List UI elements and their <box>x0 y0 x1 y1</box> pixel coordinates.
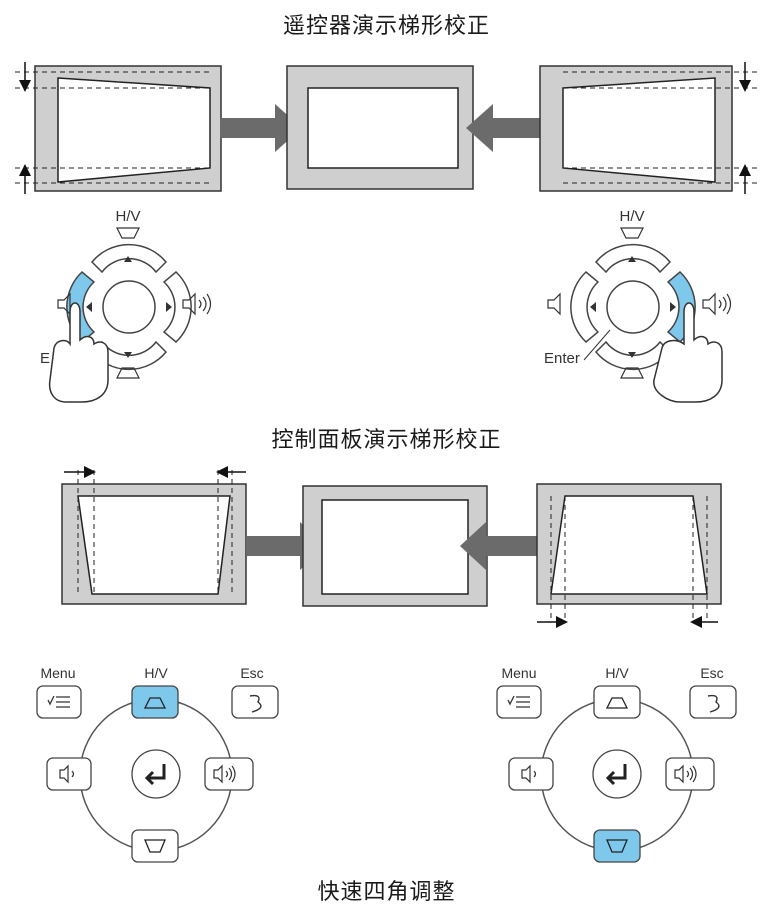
volume-up-icon <box>702 292 716 316</box>
return-icon <box>249 694 262 713</box>
enter-button[interactable] <box>131 749 181 799</box>
volume-up-button[interactable] <box>204 757 254 791</box>
volume-down-icon <box>59 764 69 784</box>
enter-icon <box>144 764 166 786</box>
control-panel-right: Menu H/V Esc <box>496 665 737 863</box>
left-arrow-icon <box>466 104 548 152</box>
hv-label: H/V <box>144 665 168 681</box>
remote-center-screen <box>286 65 474 190</box>
enter-button[interactable] <box>606 280 660 334</box>
keystone-down-button[interactable] <box>593 829 641 863</box>
panel-keystone-title: 控制面板演示梯形校正 <box>271 428 502 453</box>
volume-up-icon <box>213 764 223 784</box>
panel-left-screen <box>61 466 247 605</box>
esc-button[interactable] <box>231 685 279 719</box>
hv-label: H/V <box>605 665 629 681</box>
panel-right-screen <box>536 483 722 628</box>
keystone-icon <box>116 227 140 239</box>
return-icon <box>707 694 720 713</box>
keystone-icon <box>116 367 140 379</box>
keystone-icon <box>620 367 644 379</box>
right-button[interactable] <box>162 270 192 344</box>
enter-label: Enter <box>544 350 580 367</box>
remote-keystone-title: 遥控器演示梯形校正 <box>282 14 490 39</box>
volume-up-icon <box>182 292 196 316</box>
keystone-icon <box>606 839 628 853</box>
volume-down-icon <box>521 764 531 784</box>
enter-button[interactable] <box>592 749 642 799</box>
hv-button[interactable] <box>131 685 179 719</box>
enter-icon <box>605 764 627 786</box>
menu-icon <box>47 695 70 708</box>
volume-up-icon <box>674 764 684 784</box>
hv-label: H/V <box>619 208 644 225</box>
remote-right-screen <box>539 62 760 194</box>
hand-pointer-icon <box>653 302 723 403</box>
volume-down-icon <box>547 292 561 316</box>
left-button[interactable] <box>570 270 600 344</box>
enter-label: E <box>40 350 50 367</box>
esc-label: Esc <box>700 665 723 681</box>
right-arrow-icon <box>220 104 302 152</box>
remote-left-screen <box>15 62 222 194</box>
keystone-icon <box>144 839 166 853</box>
remote-dpad-left: H/V E <box>40 208 212 403</box>
keystone-icon <box>605 697 629 709</box>
menu-label: Menu <box>501 665 536 681</box>
menu-icon <box>507 695 530 708</box>
hv-label: H/V <box>115 208 140 225</box>
esc-button[interactable] <box>689 685 737 719</box>
enter-button[interactable] <box>102 280 156 334</box>
hand-pointer-icon <box>48 302 109 403</box>
panel-center-screen <box>302 485 488 607</box>
left-arrow-icon <box>460 522 540 570</box>
keystone-down-button[interactable] <box>131 829 179 863</box>
keystone-icon <box>143 697 167 709</box>
keystone-icon <box>620 227 644 239</box>
volume-down-button[interactable] <box>508 757 554 791</box>
control-panel-left: Menu H/V Esc <box>36 665 279 863</box>
volume-up-button[interactable] <box>665 757 715 791</box>
menu-label: Menu <box>40 665 75 681</box>
quick-corner-title: 快速四角调整 <box>317 880 456 905</box>
esc-label: Esc <box>240 665 263 681</box>
hv-button[interactable] <box>593 685 641 719</box>
remote-dpad-right: H/V Enter <box>544 208 732 403</box>
volume-down-button[interactable] <box>46 757 92 791</box>
